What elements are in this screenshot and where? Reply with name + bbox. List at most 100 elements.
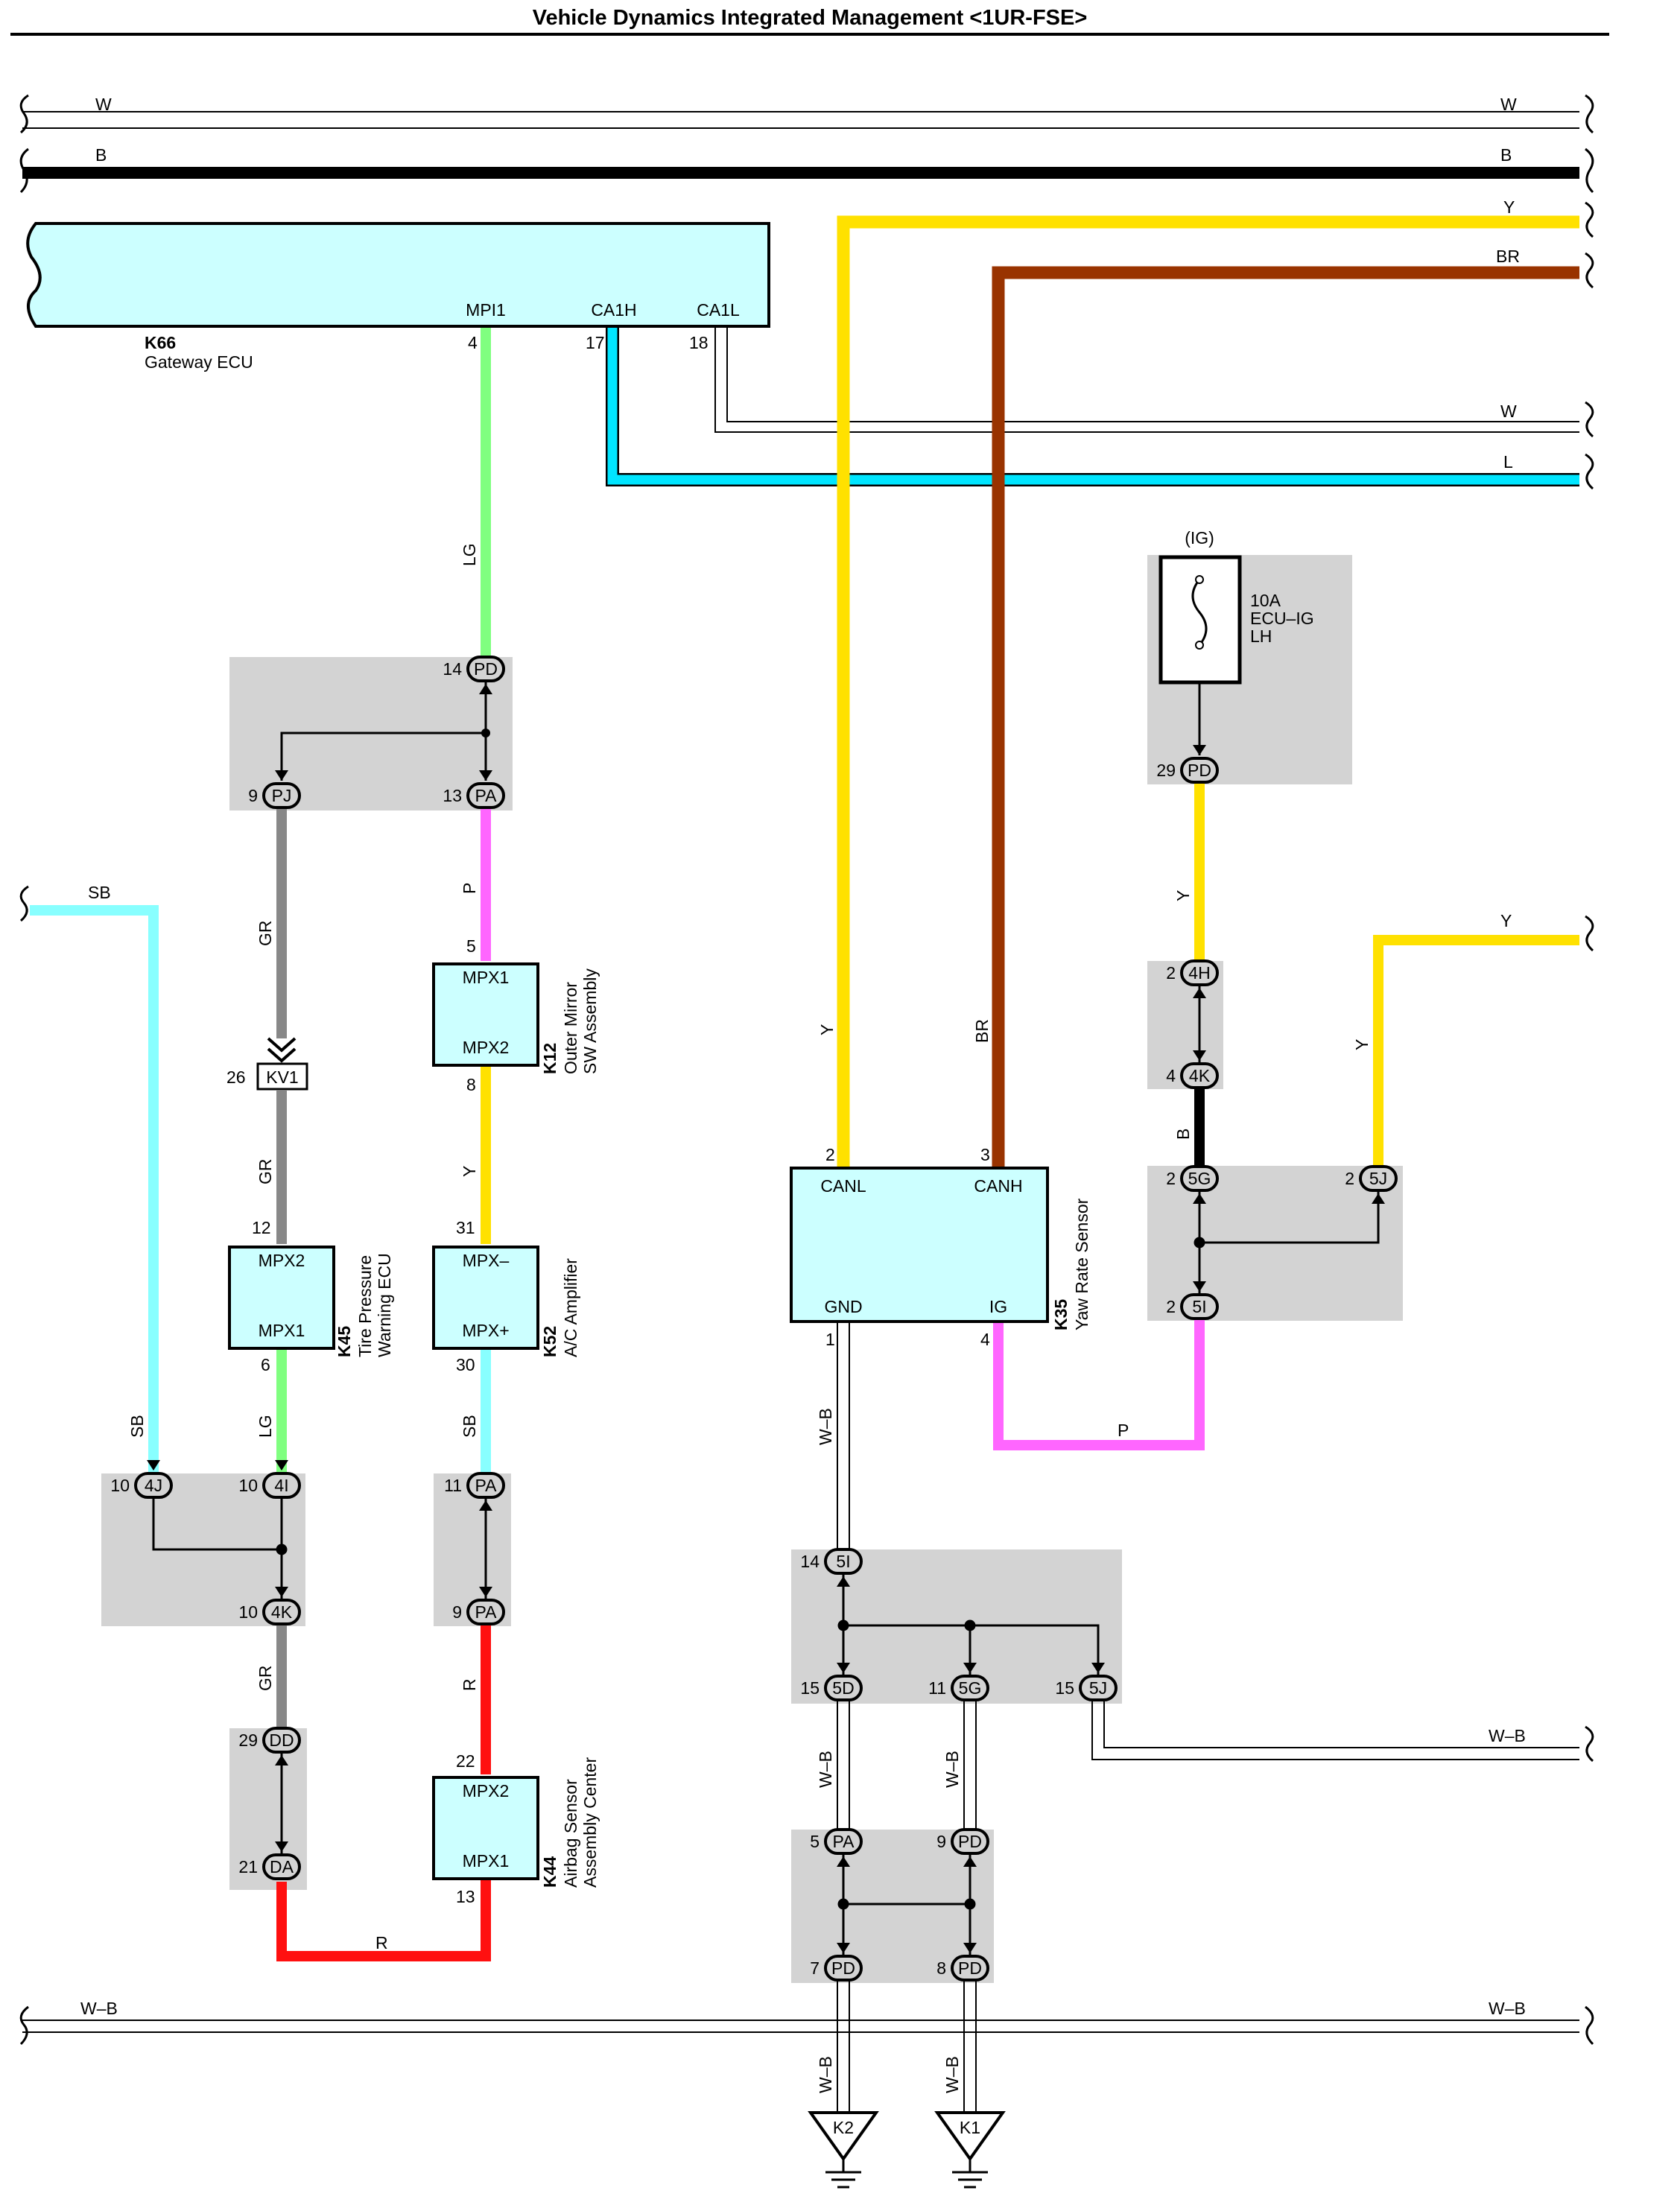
wire-sb-left [30, 905, 159, 1475]
connector-j5: 5J2 [1345, 1165, 1398, 1204]
label-lg-top: LG [460, 543, 479, 566]
k44-name-2: Assembly Center [580, 1757, 600, 1888]
wire-wb-5j-right [1091, 1701, 1579, 1760]
connector-pd14-num: 14 [443, 659, 462, 679]
wire-wb-5g-pd [963, 1701, 977, 1831]
k12-pin-mpx1: MPX1 [463, 968, 510, 987]
k45-num-a: 12 [252, 1218, 271, 1237]
kv1-id: KV1 [266, 1067, 298, 1087]
fuse-icon [1191, 579, 1208, 646]
label-w-top-right: W [1500, 95, 1517, 114]
k12-name-2: SW Assembly [580, 968, 600, 1074]
k44-pin-mpx1: MPX1 [463, 1851, 510, 1871]
wire-wb-5d-pa [837, 1701, 850, 1831]
connector-g5: 5G2 [1166, 1165, 1219, 1204]
connector-dd29-id: DD [269, 1730, 294, 1750]
connector-da21-id: DA [270, 1857, 294, 1876]
k12-outer-mirror-sw-box [432, 962, 539, 1067]
connector-pd29: PD 29 [1156, 745, 1219, 784]
k66-name: Gateway ECU [145, 352, 253, 372]
label-b-4k: B [1173, 1129, 1193, 1140]
k35-pin-gnd: GND [824, 1297, 862, 1316]
ground-k1-label: K1 [960, 2118, 980, 2137]
connector-h4-num: 2 [1166, 963, 1176, 983]
connector-arrow-icon [1193, 1281, 1206, 1292]
connector-arrow-icon [1193, 1050, 1206, 1061]
connector-pj9-id: PJ [272, 786, 292, 805]
wire-l-ca1h [606, 328, 1579, 486]
label-y-1: Y [460, 1166, 479, 1177]
k45-tire-pressure-ecu-box [228, 1246, 335, 1350]
k12-num-a: 5 [466, 936, 476, 956]
ground-k1-icon [934, 2111, 1006, 2189]
diagram-title: Vehicle Dynamics Integrated Management <… [533, 6, 1088, 30]
label-gr-2: GR [256, 1159, 275, 1185]
label-y-right: Y [1503, 197, 1515, 217]
connector-pd29-num: 29 [1156, 761, 1176, 780]
label-wb-k35: W–B [816, 1408, 835, 1445]
ground-k2-label: K2 [833, 2118, 854, 2137]
k52-num-b: 30 [456, 1355, 475, 1374]
label-w-top-left: W [95, 95, 112, 114]
connector-pd14: PD 14 [443, 656, 505, 694]
k45-pin-mpx1: MPX1 [259, 1321, 305, 1340]
label-b-left: B [95, 145, 107, 165]
connector-k4-id: 4K [271, 1602, 293, 1622]
connector-pd8-num: 8 [936, 1958, 946, 1978]
connector-pa13-id: PA [475, 786, 498, 805]
connector-arrow-icon [1193, 988, 1206, 998]
connector-arrow-icon [275, 1460, 288, 1470]
connector-arrow-icon [1193, 745, 1206, 755]
connector-pd29-id: PD [1188, 761, 1211, 780]
label-r-bottom: R [375, 1933, 388, 1952]
connector-d5-num: 15 [800, 1678, 820, 1698]
connector-j5b-id: 5J [1089, 1678, 1107, 1698]
connector-pd14-id: PD [474, 659, 498, 679]
connector-arrow-icon [275, 1587, 288, 1597]
connector-pd7-id: PD [831, 1958, 855, 1978]
connector-pa5-num: 5 [810, 1832, 820, 1851]
connector-arrow-icon [479, 1587, 492, 1597]
label-p-k35: P [1118, 1421, 1129, 1440]
connector-arrow-icon [963, 1943, 977, 1953]
k45-pin-mpx2: MPX2 [259, 1251, 305, 1270]
k66-pin-ca1l: CA1L [697, 300, 740, 320]
wire-wb-pd7-k2 [837, 1982, 850, 2113]
wire-wb-k35-5i [837, 1323, 850, 1551]
connector-pd8-id: PD [958, 1958, 982, 1978]
kv1-connector [256, 1062, 308, 1091]
connector-pa9-num: 9 [452, 1602, 462, 1622]
connector-i5-num: 2 [1166, 1297, 1176, 1316]
fuse-name-1: ECU–IG [1250, 609, 1314, 628]
k52-ac-amplifier-box [432, 1246, 539, 1350]
connector-arrow-icon [479, 770, 492, 781]
connector-i5b-id: 5I [836, 1552, 850, 1571]
k12-num-b: 8 [466, 1075, 476, 1094]
connector-j4-id: 4J [145, 1476, 162, 1495]
connector-h4: 4H2 [1166, 959, 1219, 998]
k66-gateway-ecu-box [26, 222, 770, 328]
k52-name-1: A/C Amplifier [561, 1258, 580, 1357]
connector-pa5: PA5 [810, 1828, 863, 1867]
connector-g5-num: 2 [1166, 1169, 1176, 1188]
connector-arrow-icon [275, 1755, 288, 1765]
label-b-right: B [1500, 145, 1512, 165]
connector-i4-id: 4I [274, 1476, 288, 1495]
connector-arrow-icon [1372, 1193, 1385, 1204]
fuse-rating: 10A [1250, 591, 1281, 610]
k52-pin-mpx-minus: MPX– [463, 1251, 510, 1270]
wire-wb-pd8-k1 [963, 1982, 977, 2113]
junction-5g-5j-5i [1194, 1189, 1380, 1296]
connector-j4-num: 10 [110, 1476, 130, 1495]
k35-yaw-rate-sensor-box [790, 1167, 1049, 1323]
connector-arrow-icon [837, 1856, 850, 1867]
k45-num-b: 6 [261, 1355, 270, 1374]
k35-num-gnd: 1 [825, 1330, 835, 1349]
connector-pd9-num: 9 [936, 1832, 946, 1851]
connector-arrow-icon [275, 1841, 288, 1852]
